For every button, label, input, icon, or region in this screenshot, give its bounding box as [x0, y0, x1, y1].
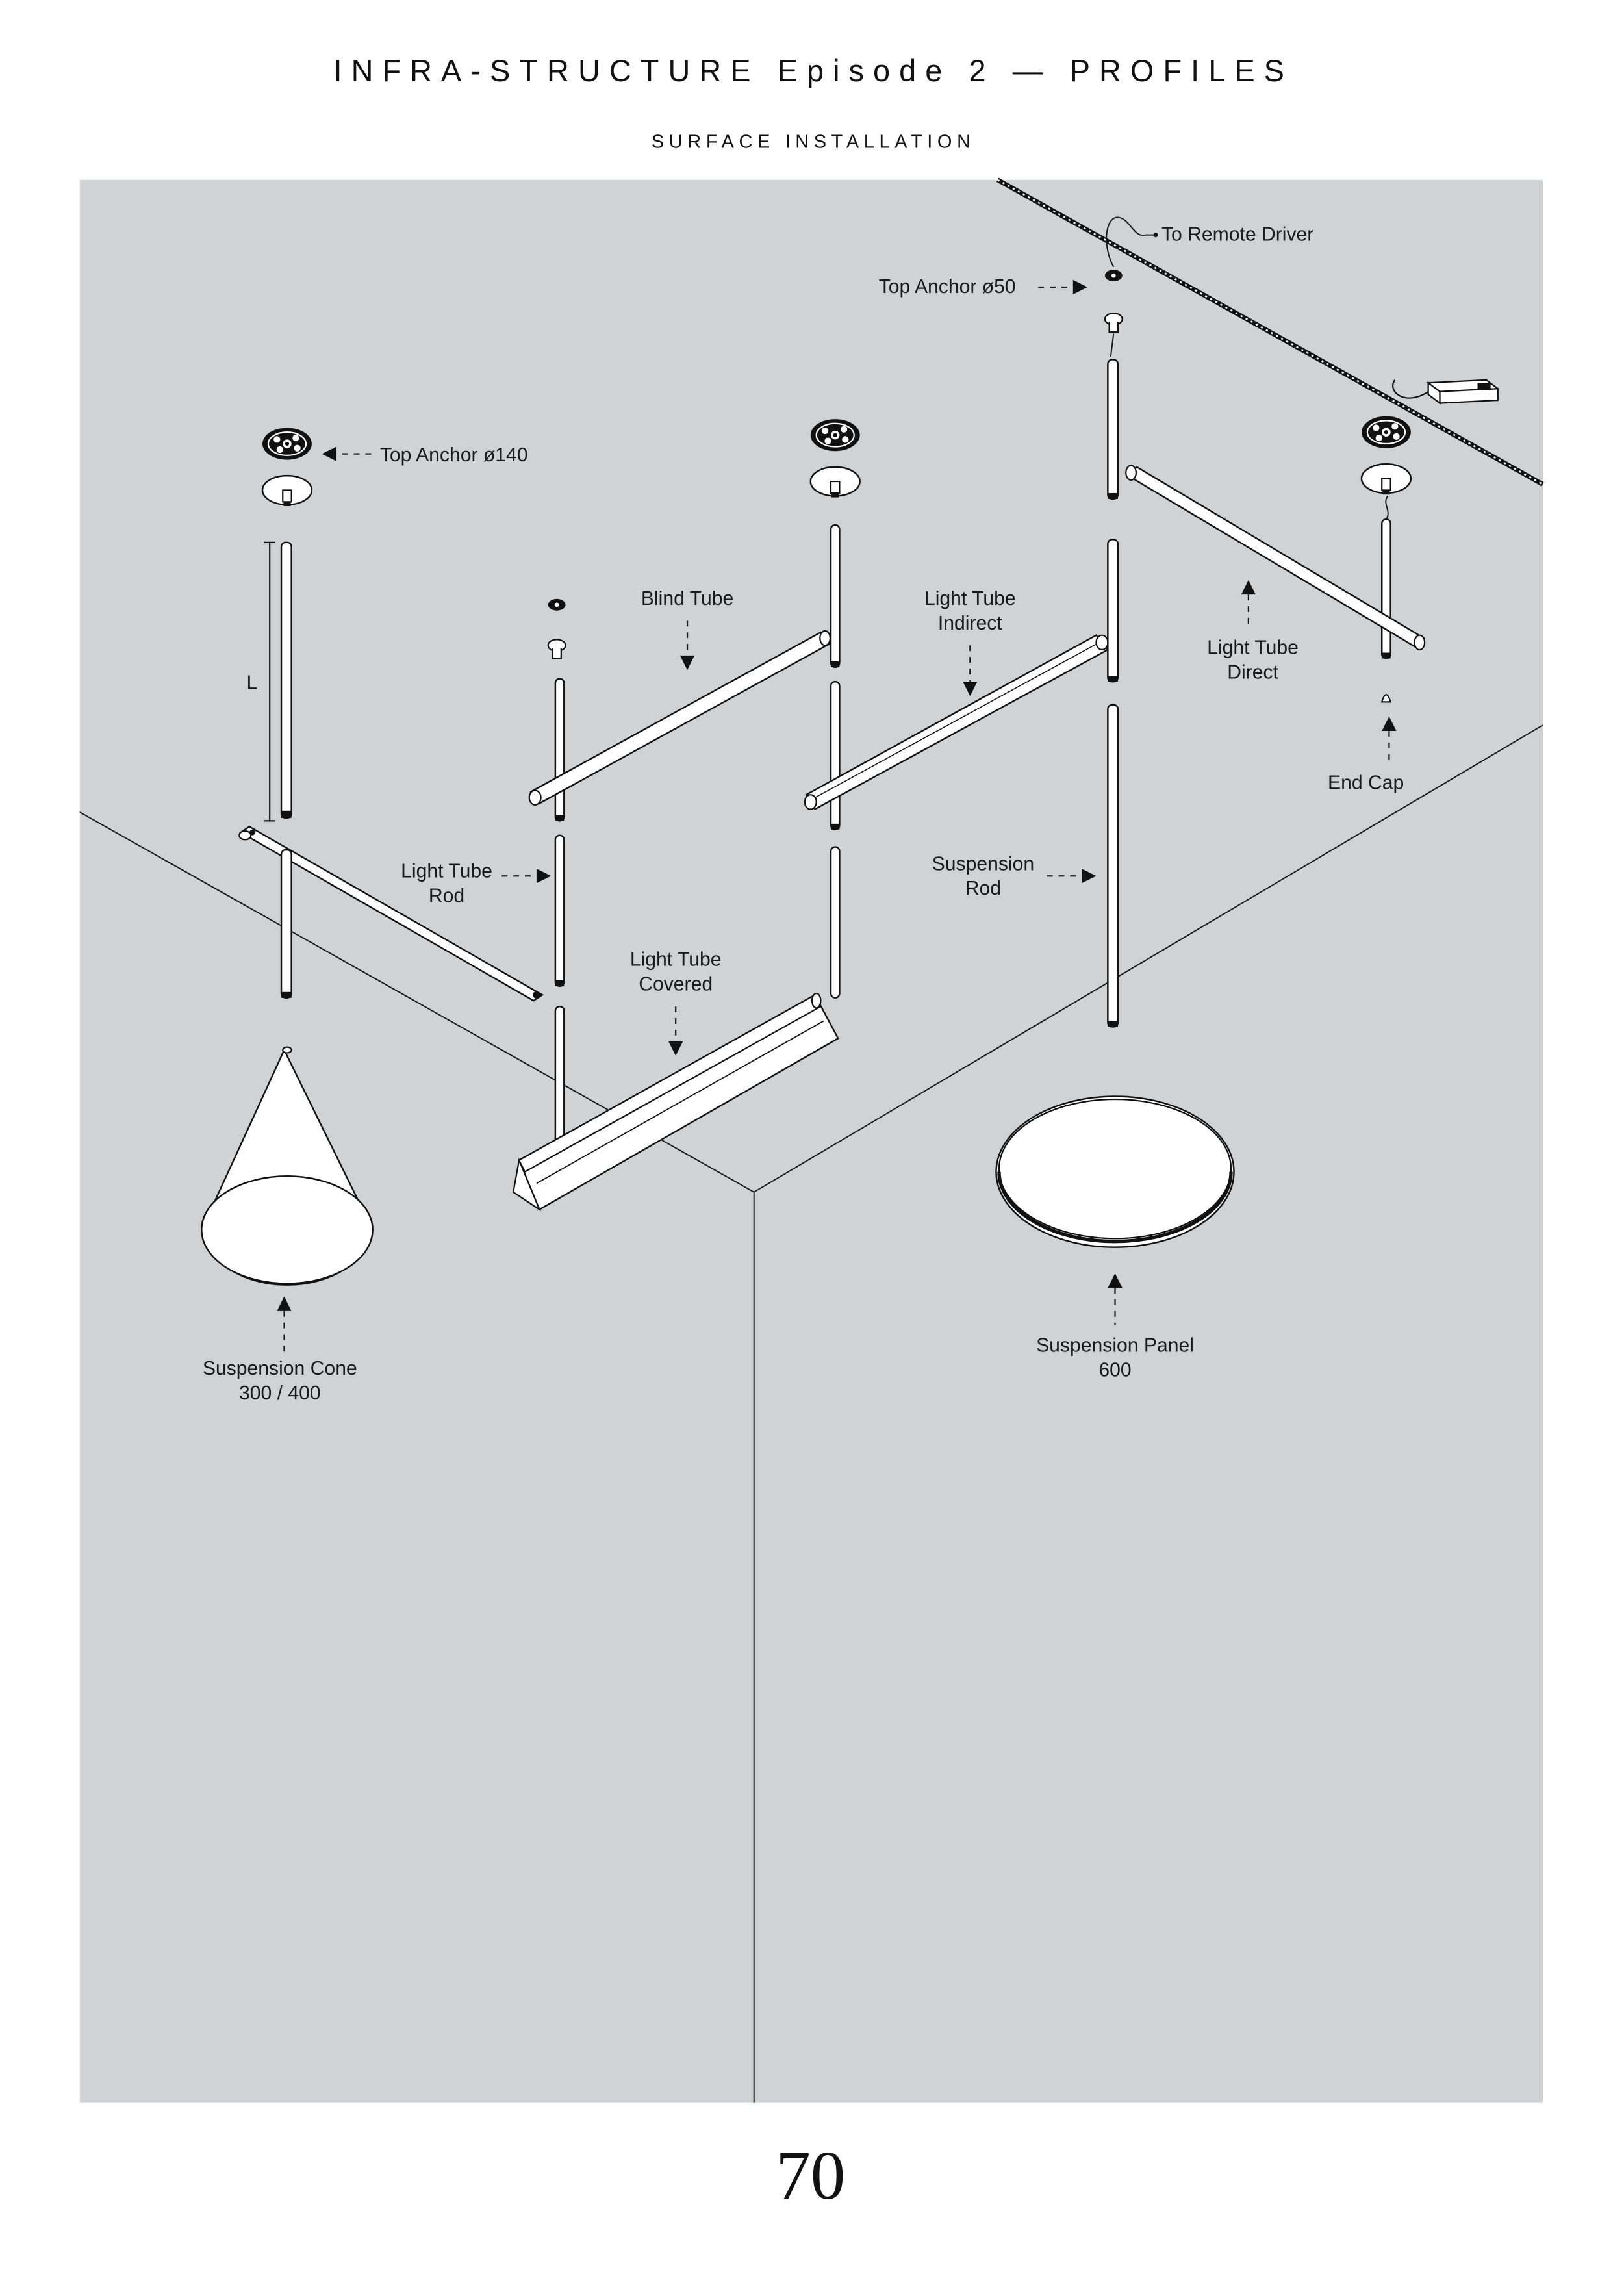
driver-box-icon: [1392, 379, 1500, 405]
light-tube-covered-label-2: Covered: [639, 974, 713, 995]
suspension-panel-callout: [1108, 1273, 1123, 1326]
ceiling-edge: [996, 177, 1544, 487]
length-label: L: [246, 672, 257, 693]
light-tube-direct-label-2: Direct: [1227, 662, 1278, 683]
suspension-panel: [995, 1095, 1235, 1248]
end-cap-callout: [1382, 716, 1397, 766]
page-subtitle: SURFACE INSTALLATION: [652, 132, 976, 153]
rosette-anchor-icon: [261, 427, 313, 461]
light-tube-direct-callout: [1241, 580, 1256, 630]
suspension-panel-label: Suspension Panel: [1036, 1335, 1194, 1356]
light-tube-direct-label: Light Tube: [1207, 637, 1299, 659]
driver-cable: [1106, 216, 1154, 268]
light-tube-covered-callout: [668, 1006, 683, 1056]
top-anchor-140-label: Top Anchor ø140: [380, 444, 528, 466]
suspension-rod: [280, 541, 292, 819]
light-tube-direct: [1125, 465, 1426, 651]
top-anchor-50-label: Top Anchor ø50: [879, 276, 1016, 298]
blind-tube-callout: [679, 620, 695, 671]
suspension-cone-size-label: 300 / 400: [239, 1383, 321, 1404]
light-tube-indirect-label-2: Indirect: [938, 613, 1002, 634]
to-remote-driver-label: To Remote Driver: [1161, 224, 1313, 246]
light-tube-indirect-callout: [963, 645, 978, 696]
cone-rod: [280, 849, 292, 999]
suspension-rod-right: [1107, 704, 1119, 1028]
suspension-cone-callout: [277, 1296, 292, 1352]
light-tube-rod-label: Light Tube: [401, 860, 492, 882]
light-tube-covered-label: Light Tube: [630, 949, 722, 971]
suspension-panel-size-label: 600: [1098, 1359, 1131, 1381]
end-cap-label: End Cap: [1328, 772, 1404, 793]
light-tube-rod-middle: [554, 834, 565, 988]
end-cap: [1380, 694, 1392, 703]
page-number: 70: [776, 2138, 845, 2214]
suspension-cone: [201, 1046, 374, 1286]
top-anchor-50-callout: [1038, 279, 1088, 295]
top-anchor-50-icon: [1104, 270, 1123, 282]
light-tube-rod-label-2: Rod: [429, 885, 464, 906]
center-rod-lower: [830, 846, 841, 999]
suspension-rod-callout: [1047, 869, 1097, 884]
panel-rod-upper: [1107, 359, 1119, 500]
center-rod-upper: [830, 524, 841, 669]
direct-rod: [1381, 518, 1391, 659]
suspension-cone-label: Suspension Cone: [203, 1358, 357, 1379]
length-dimension: [264, 541, 276, 822]
small-anchor-icon: [548, 598, 566, 611]
rosette-anchor-icon-right: [1360, 415, 1412, 449]
light-tube-rod-lower: [554, 1005, 565, 1147]
suspension-rod-label: Suspension: [932, 853, 1034, 875]
light-tube-indirect-label: Light Tube: [924, 588, 1016, 609]
light-tube-rod-callout: [501, 869, 552, 884]
suspension-rod-label-2: Rod: [965, 878, 1001, 899]
blind-tube-label: Blind Tube: [641, 588, 733, 609]
panel-rod-middle: [1107, 539, 1119, 683]
top-anchor-140-callout: [322, 446, 374, 461]
light-tube-covered: [512, 992, 839, 1212]
light-tube-rod-horizontal: [238, 825, 544, 1002]
light-tube-rod-upper: [554, 678, 565, 822]
center-rod-middle: [830, 680, 841, 831]
blind-tube: [528, 630, 831, 806]
page-title: INFRA-STRUCTURE Episode 2 — PROFILES: [333, 54, 1293, 88]
rosette-anchor-icon-center: [809, 418, 861, 452]
